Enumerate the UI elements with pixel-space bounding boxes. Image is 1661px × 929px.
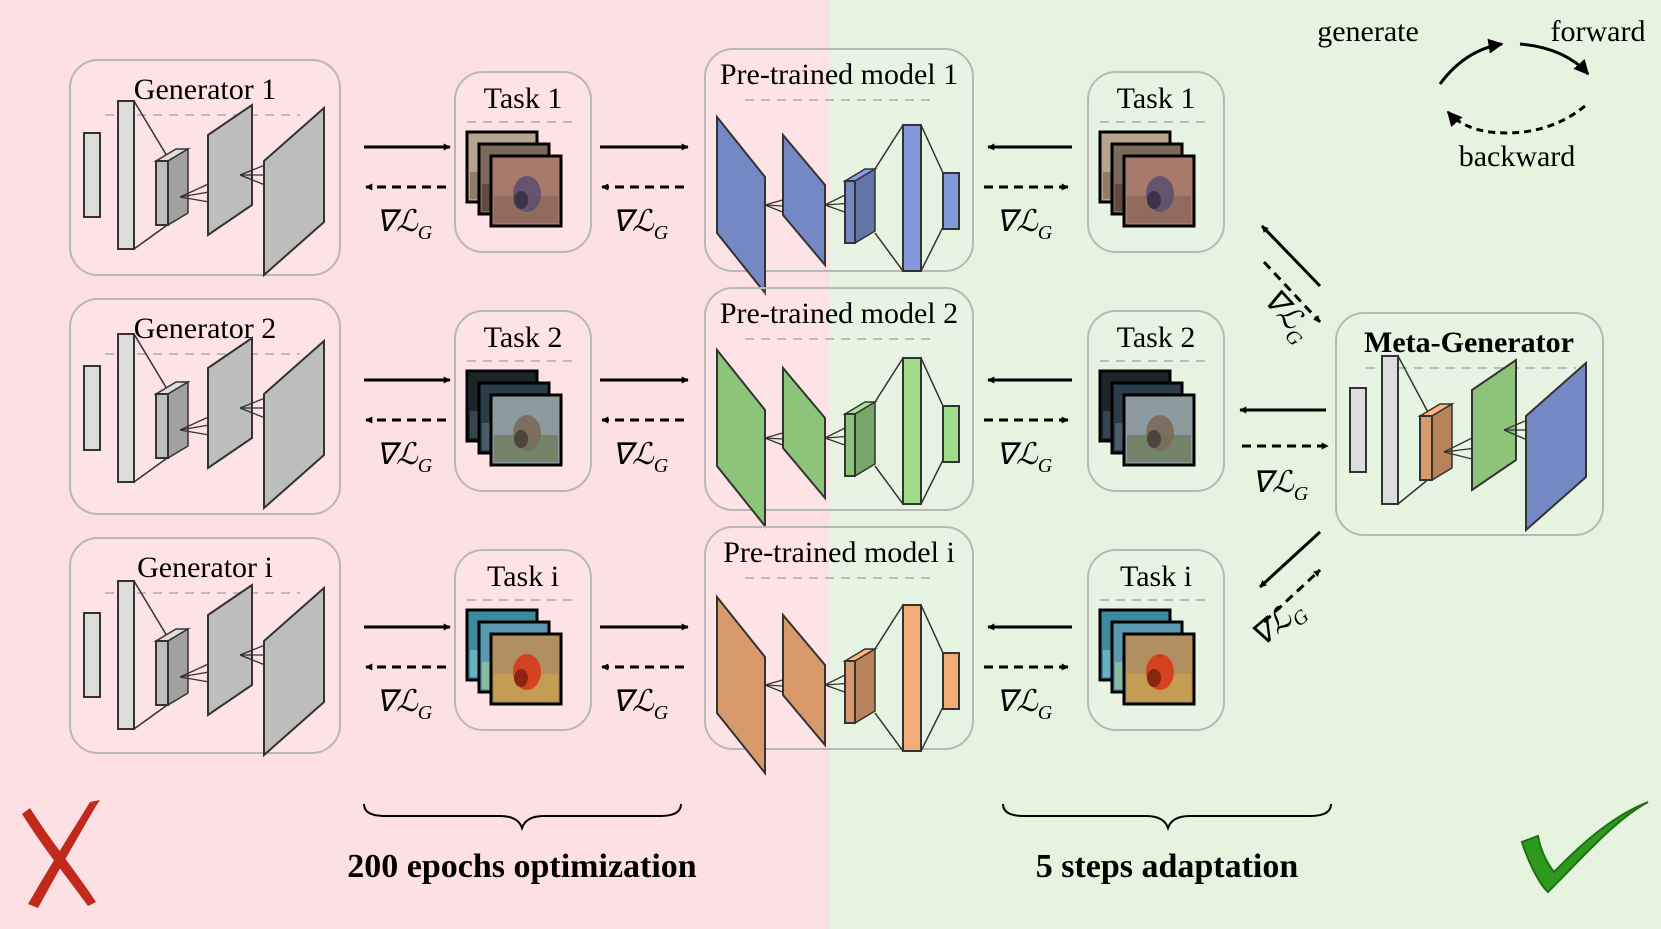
left-caption-brace bbox=[363, 803, 682, 832]
meta-layer bbox=[1381, 355, 1399, 505]
check-mark-icon bbox=[1520, 801, 1649, 894]
meta-layer bbox=[1417, 402, 1455, 482]
right-task-box: Task 2 bbox=[1087, 310, 1225, 492]
right-task-title: Task 2 bbox=[1117, 321, 1196, 354]
legend-forward-label: forward bbox=[1551, 15, 1646, 48]
generator-box: Generator 2 bbox=[69, 298, 341, 515]
generator-layer bbox=[83, 132, 101, 218]
generator-box: Generator 1 bbox=[69, 59, 341, 278]
generator-layer bbox=[207, 336, 253, 470]
generator-layer bbox=[117, 333, 135, 483]
model-layer bbox=[842, 647, 878, 725]
left-caption: 200 epochs optimization bbox=[347, 848, 697, 885]
model-layer bbox=[942, 172, 960, 230]
model-layer bbox=[842, 167, 878, 245]
left-task-title: Task i bbox=[487, 560, 559, 593]
task-image-stack bbox=[1098, 130, 1196, 228]
meta-forward-arrow-3 bbox=[1258, 530, 1322, 589]
right-task-title: Task i bbox=[1120, 560, 1192, 593]
pretrained-model-title: Pre-trained model i bbox=[723, 536, 955, 569]
left-task-box: Task i bbox=[454, 549, 592, 731]
pretrained-model-title: Pre-trained model 2 bbox=[720, 297, 958, 330]
left-task-title: Task 1 bbox=[484, 82, 563, 115]
model-layer bbox=[902, 357, 922, 505]
model-layer bbox=[716, 594, 766, 776]
left-task-box: Task 1 bbox=[454, 71, 592, 253]
meta-forward-arrow-1 bbox=[1260, 224, 1322, 288]
legend-backward-arrow bbox=[1446, 104, 1586, 135]
task-image-stack bbox=[465, 608, 563, 706]
gradient-label: ∇ℒG bbox=[376, 205, 433, 244]
model-layer bbox=[782, 365, 826, 501]
model-layer bbox=[782, 612, 826, 748]
generator-layer bbox=[263, 338, 325, 511]
legend-backward-label: backward bbox=[1459, 140, 1576, 173]
model-layer bbox=[902, 124, 922, 272]
gradient-label: ∇ℒG bbox=[612, 438, 669, 477]
generator-layer bbox=[83, 365, 101, 451]
model-layer bbox=[782, 132, 826, 268]
generator-layer bbox=[117, 580, 135, 730]
legend-forward-arrow bbox=[1519, 42, 1590, 76]
model-layer bbox=[902, 604, 922, 752]
model-layer bbox=[942, 652, 960, 710]
task-image-stack bbox=[1098, 369, 1196, 467]
meta-generator-box: Meta-Generator bbox=[1335, 312, 1604, 536]
meta-backward-arrow-3 bbox=[1262, 568, 1322, 624]
pretrained-model-box: Pre-trained model 2 bbox=[704, 287, 974, 529]
legend-generate-label: generate bbox=[1317, 15, 1419, 48]
right-task-box: Task i bbox=[1087, 549, 1225, 731]
legend: generate forward backward bbox=[1317, 15, 1645, 173]
meta-layer bbox=[1525, 360, 1587, 533]
meta-generator-title: Meta-Generator bbox=[1364, 326, 1574, 359]
legend-generate-arrow bbox=[1438, 38, 1504, 85]
generator-title: Generator 2 bbox=[134, 312, 276, 345]
gradient-label: ∇ℒG bbox=[612, 685, 669, 724]
right-background bbox=[830, 0, 1661, 929]
generator-title: Generator 1 bbox=[134, 73, 276, 106]
left-task-box: Task 2 bbox=[454, 310, 592, 492]
left-background bbox=[0, 0, 830, 929]
generator-layer bbox=[153, 147, 191, 227]
gradient-label: ∇ℒG bbox=[996, 205, 1053, 244]
generator-layer bbox=[153, 627, 191, 707]
generator-layer bbox=[207, 103, 253, 237]
generator-layer bbox=[207, 583, 253, 717]
meta-layer bbox=[1471, 358, 1517, 492]
pretrained-model-box: Pre-trained model 1 bbox=[704, 48, 974, 296]
task-image-stack bbox=[465, 130, 563, 228]
generator-layer bbox=[117, 100, 135, 250]
generator-layer bbox=[153, 380, 191, 460]
right-task-box: Task 1 bbox=[1087, 71, 1225, 253]
meta-layer bbox=[1349, 387, 1367, 473]
model-layer bbox=[842, 400, 878, 478]
pretrained-model-title: Pre-trained model 1 bbox=[720, 58, 958, 91]
gradient-label: ∇ℒG bbox=[376, 438, 433, 477]
model-layer bbox=[942, 405, 960, 463]
task-image-stack bbox=[465, 369, 563, 467]
left-task-title: Task 2 bbox=[484, 321, 563, 354]
generator-layer bbox=[83, 612, 101, 698]
gradient-label: ∇ℒG bbox=[996, 438, 1053, 477]
gradient-label: ∇ℒG bbox=[996, 685, 1053, 724]
gradient-label: ∇ℒG bbox=[376, 685, 433, 724]
pretrained-model-box: Pre-trained model i bbox=[704, 526, 974, 776]
right-caption: 5 steps adaptation bbox=[1036, 848, 1299, 885]
generator-title: Generator i bbox=[137, 551, 273, 584]
task-image-stack bbox=[1098, 608, 1196, 706]
model-layer bbox=[716, 114, 766, 296]
cross-mark-icon bbox=[22, 800, 100, 908]
generator-box: Generator i bbox=[69, 537, 341, 758]
generator-layer bbox=[263, 105, 325, 278]
meta-backward-arrow-1 bbox=[1262, 260, 1322, 324]
right-caption-brace bbox=[1002, 803, 1332, 832]
right-task-title: Task 1 bbox=[1117, 82, 1196, 115]
generator-layer bbox=[263, 585, 325, 758]
gradient-label: ∇ℒG bbox=[612, 205, 669, 244]
gradient-label: ∇ℒG bbox=[1252, 466, 1309, 505]
